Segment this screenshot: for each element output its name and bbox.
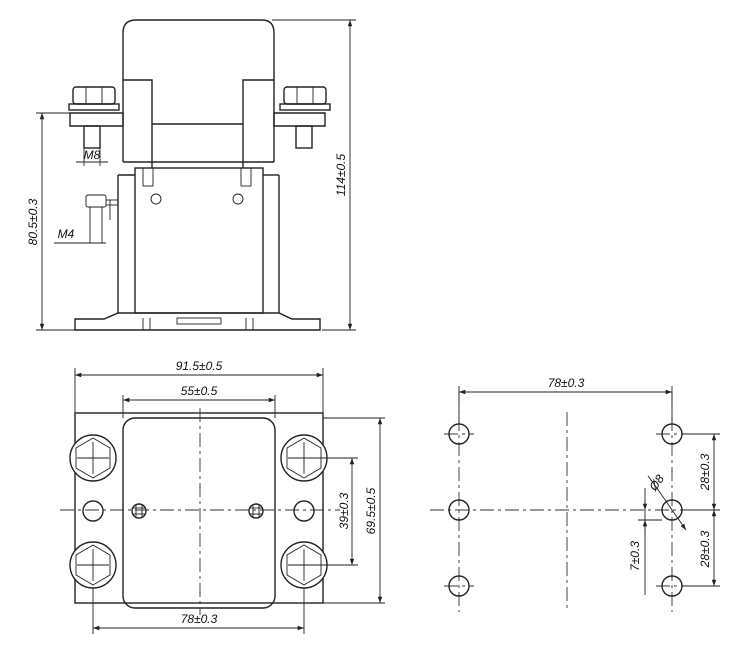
left-terminal-bracket [69, 112, 124, 127]
dim-m8: M8 [84, 148, 101, 162]
left-stud [83, 125, 101, 149]
mount-hole-left [82, 500, 104, 522]
top-view: 91.5±0.5 55±0.5 78±0.3 39±0.3 69.5±0.5 [60, 359, 385, 634]
dim-hole-diameter: Ø8 [646, 472, 667, 494]
left-nut [72, 86, 116, 105]
terminal-bottom-left [69, 541, 117, 589]
upper-housing [122, 19, 275, 162]
cover-outline [122, 417, 276, 609]
right-nut [283, 86, 327, 105]
dim-hole-offset: 7±0.3 [628, 541, 642, 571]
hole-bottom-left [448, 575, 470, 597]
relay-body [134, 167, 264, 314]
dim-total-height: 114±0.5 [334, 153, 348, 196]
hole-mid-left [448, 499, 470, 521]
dim-hole-spacing-y-top: 28±0.3 [698, 453, 712, 491]
dim-terminal-spacing-y: 39±0.3 [337, 492, 351, 529]
dim-m4: M4 [58, 227, 75, 241]
mounting-flange [74, 312, 321, 331]
terminal-top-left [69, 434, 117, 482]
base-outline [74, 412, 324, 604]
aux-screw-head [85, 194, 107, 208]
side-view: 114±0.5 80.5±0.3 M8 M4 [26, 19, 356, 331]
hole-pattern-view: 78±0.3 28±0.3 28±0.3 Ø8 7±0.3 [430, 376, 720, 612]
coil-screw-right [248, 503, 264, 519]
dim-terminal-spacing-x: 78±0.3 [181, 612, 218, 626]
dim-hole-spacing-y-bottom: 28±0.3 [698, 530, 712, 568]
housing-step [123, 79, 274, 125]
dim-hole-spacing-x: 78±0.3 [548, 376, 585, 390]
mount-hole-right [293, 500, 315, 522]
dim-depth: 69.5±0.5 [364, 487, 378, 534]
dim-overall-width: 91.5±0.5 [176, 359, 223, 373]
coil-screw-left [131, 503, 147, 519]
dim-cover-width: 55±0.5 [181, 384, 218, 398]
right-terminal-bracket [273, 112, 326, 127]
right-stud [295, 125, 313, 149]
dim-terminal-height: 80.5±0.3 [26, 198, 40, 245]
